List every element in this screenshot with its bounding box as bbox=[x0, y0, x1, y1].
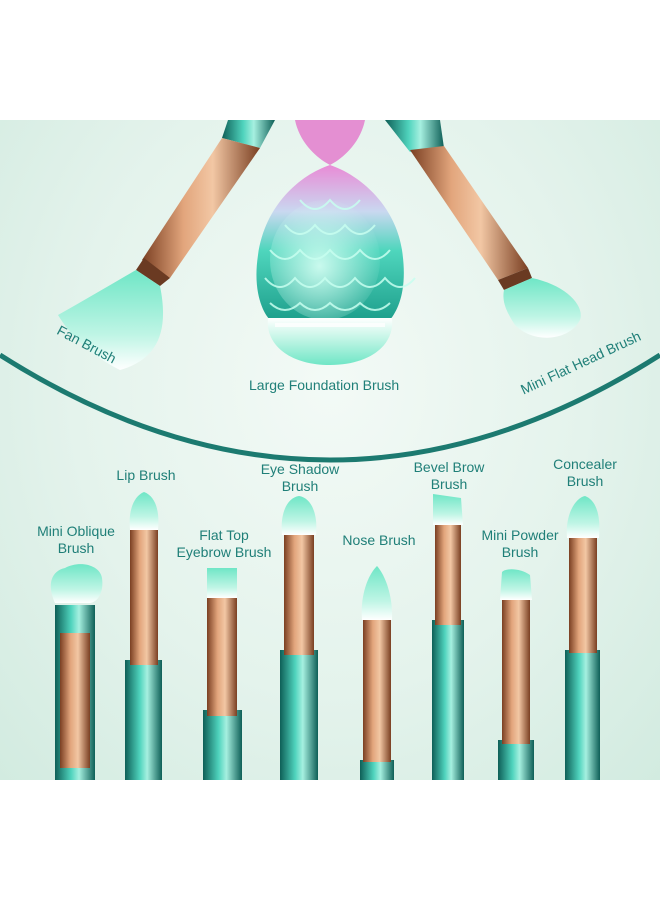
nose-brush bbox=[360, 566, 394, 780]
fan-brush bbox=[58, 120, 275, 370]
lip-brush bbox=[125, 492, 162, 780]
product-photo: Fan Brush Large Foundation Brush Mini Fl… bbox=[0, 120, 660, 780]
flat-top-eyebrow-brush bbox=[203, 568, 242, 780]
mini-oblique-brush bbox=[50, 564, 103, 780]
concealer-brush bbox=[565, 496, 600, 780]
large-foundation-brush bbox=[256, 120, 416, 365]
brush-set-illustration bbox=[0, 120, 660, 780]
nose-brush-label: Nose Brush bbox=[342, 532, 416, 548]
large-foundation-brush-label: Large Foundation Brush bbox=[249, 377, 400, 393]
bevel-brow-brush bbox=[432, 494, 464, 780]
lip-brush-label: Lip Brush bbox=[116, 467, 176, 483]
eye-shadow-brush bbox=[280, 496, 318, 780]
divider-arc bbox=[0, 352, 660, 463]
mini-powder-brush bbox=[498, 569, 534, 780]
mini-flat-head-brush bbox=[385, 120, 581, 338]
